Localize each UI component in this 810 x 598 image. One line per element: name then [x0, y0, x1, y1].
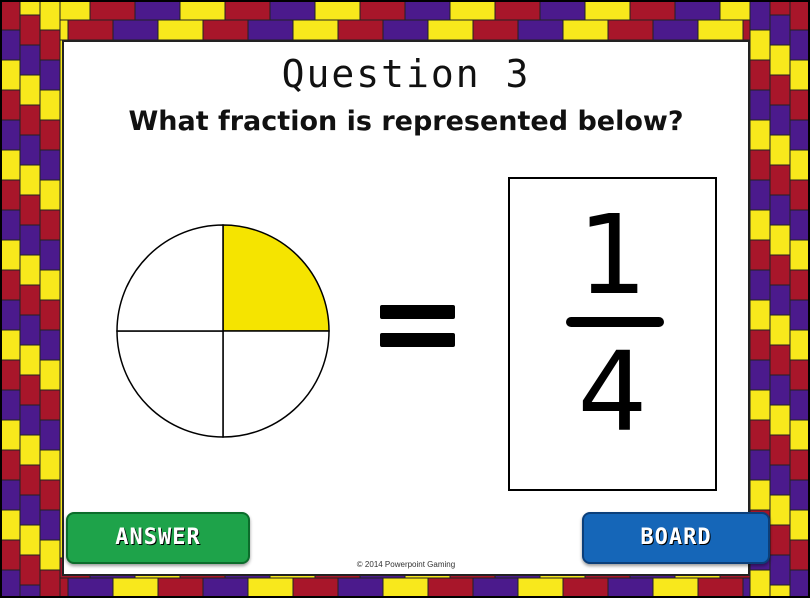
fraction-denominator: 4: [577, 328, 648, 456]
question-title: Question 3: [281, 52, 531, 96]
equals-sign: [380, 305, 455, 361]
fraction-card: [508, 177, 717, 491]
copyright-text: © 2014 Powerpoint Gaming: [356, 560, 456, 569]
answer-button[interactable]: ANSWER: [66, 512, 250, 564]
pie-slice-unshaded: [116, 224, 224, 332]
pie-slice-unshaded: [222, 330, 330, 438]
fraction-bar: [566, 317, 664, 327]
fraction-pie-chart: [116, 224, 330, 438]
fraction-numerator: 1: [577, 191, 648, 319]
question-prompt: What fraction is represented below?: [128, 106, 684, 137]
pie-slice-unshaded: [116, 330, 224, 438]
board-button[interactable]: BOARD: [582, 512, 770, 564]
pie-slice-shaded: [222, 224, 330, 332]
